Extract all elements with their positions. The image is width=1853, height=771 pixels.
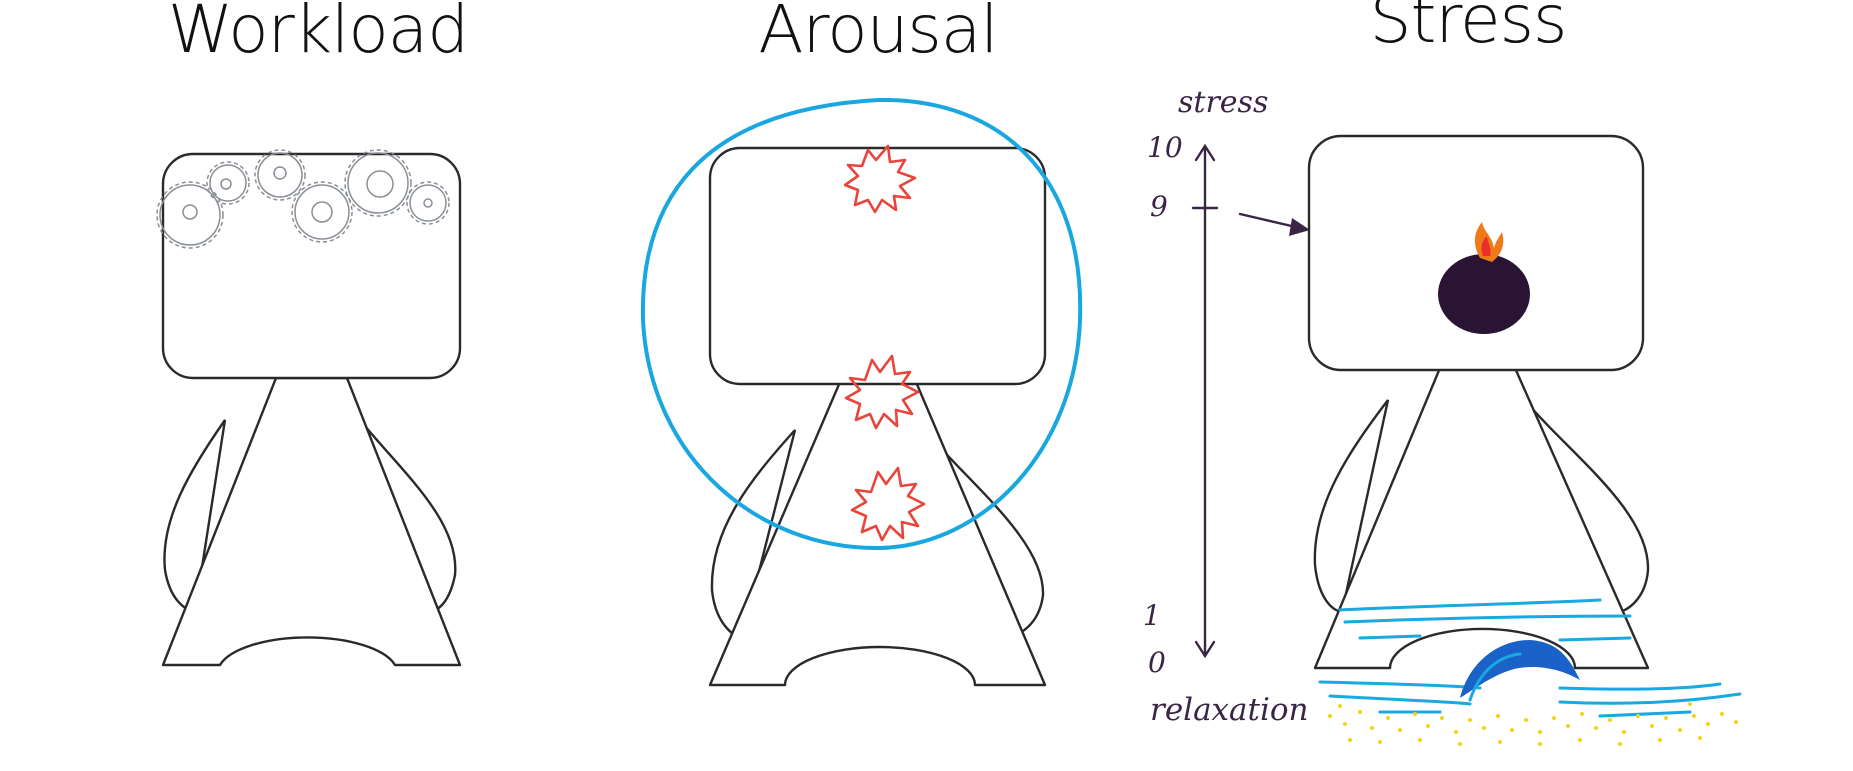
title-stress: Stress bbox=[1370, 0, 1567, 58]
gear-icon bbox=[206, 161, 250, 205]
head bbox=[1307, 134, 1645, 372]
arrow-icon bbox=[1194, 640, 1216, 659]
aura-circle bbox=[640, 97, 1083, 551]
scale-tick-1: 1 bbox=[1143, 599, 1161, 632]
wave-shape bbox=[1460, 640, 1580, 698]
burst-icon bbox=[850, 466, 926, 542]
burst-icon bbox=[843, 144, 917, 214]
left-arm bbox=[1313, 399, 1390, 614]
bomb-icon bbox=[1438, 254, 1530, 334]
arrow-icon bbox=[1194, 143, 1216, 162]
arrow-icon bbox=[1289, 218, 1310, 236]
title-arousal: Arousal bbox=[758, 0, 997, 68]
body bbox=[708, 380, 1047, 687]
sand-dots bbox=[1328, 702, 1738, 746]
scale-tick-10: 10 bbox=[1147, 131, 1183, 164]
scale-tick-9: 9 bbox=[1150, 190, 1168, 223]
right-arm bbox=[1523, 399, 1650, 614]
figure-stress bbox=[1307, 134, 1742, 746]
left-arm bbox=[710, 429, 797, 640]
burst-icon bbox=[844, 354, 920, 430]
head bbox=[161, 152, 462, 380]
head bbox=[708, 146, 1047, 386]
gear-icon bbox=[406, 181, 450, 225]
scale-top-label: stress bbox=[1178, 85, 1268, 120]
figure-arousal bbox=[640, 97, 1083, 687]
gear-icon bbox=[254, 149, 306, 201]
scale-tick-0: 0 bbox=[1148, 646, 1166, 679]
flame-inner bbox=[1481, 236, 1491, 256]
gear-icon bbox=[344, 149, 412, 217]
pointer-line bbox=[1238, 212, 1302, 230]
gear-icon bbox=[291, 181, 353, 243]
stress-scale: stress 10 9 1 0 relaxation bbox=[1143, 85, 1310, 728]
title-workload: Workload bbox=[168, 0, 468, 68]
scale-bottom-label: relaxation bbox=[1150, 692, 1309, 728]
body bbox=[161, 376, 462, 667]
gears bbox=[156, 149, 450, 249]
body bbox=[1313, 366, 1650, 670]
figure-workload bbox=[156, 149, 462, 667]
water-lines bbox=[1318, 598, 1742, 718]
right-arm bbox=[358, 419, 457, 614]
gear-icon bbox=[156, 181, 224, 249]
